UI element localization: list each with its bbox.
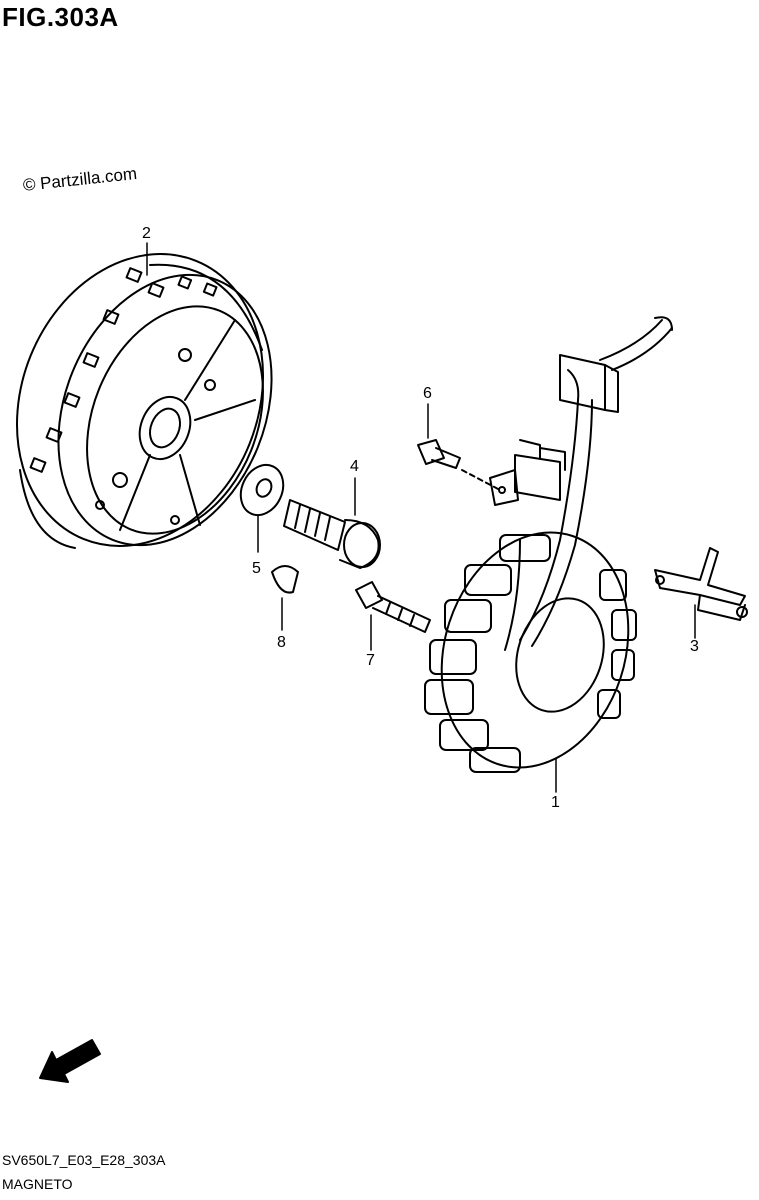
flywheel-rotor-icon[interactable] [0, 217, 310, 584]
washer-icon[interactable] [233, 458, 291, 522]
footer-diagram-code: SV650L7_E03_E28_303A [2, 1152, 166, 1168]
figure-title: FIG.303A [2, 2, 119, 32]
callout-5: 5 [252, 560, 261, 577]
callout-6: 6 [423, 385, 432, 402]
stator-coil-icon[interactable] [412, 316, 673, 792]
callout-4: 4 [350, 458, 359, 475]
callout-1: 1 [551, 794, 560, 811]
bracket-icon[interactable] [654, 547, 748, 621]
woodruff-key-icon[interactable] [271, 565, 299, 594]
callout-2: 2 [142, 225, 151, 242]
callout-8: 8 [277, 634, 286, 651]
callout-3: 3 [690, 638, 699, 655]
long-bolt-icon[interactable] [355, 581, 431, 633]
leader-lines [146, 242, 696, 793]
rotor-bolt-icon[interactable] [283, 499, 381, 569]
fwd-arrow-icon [39, 1039, 101, 1083]
callout-7: 7 [366, 652, 375, 669]
short-bolt-icon[interactable] [417, 439, 501, 491]
footer-section-name: MAGNETO [2, 1176, 73, 1192]
